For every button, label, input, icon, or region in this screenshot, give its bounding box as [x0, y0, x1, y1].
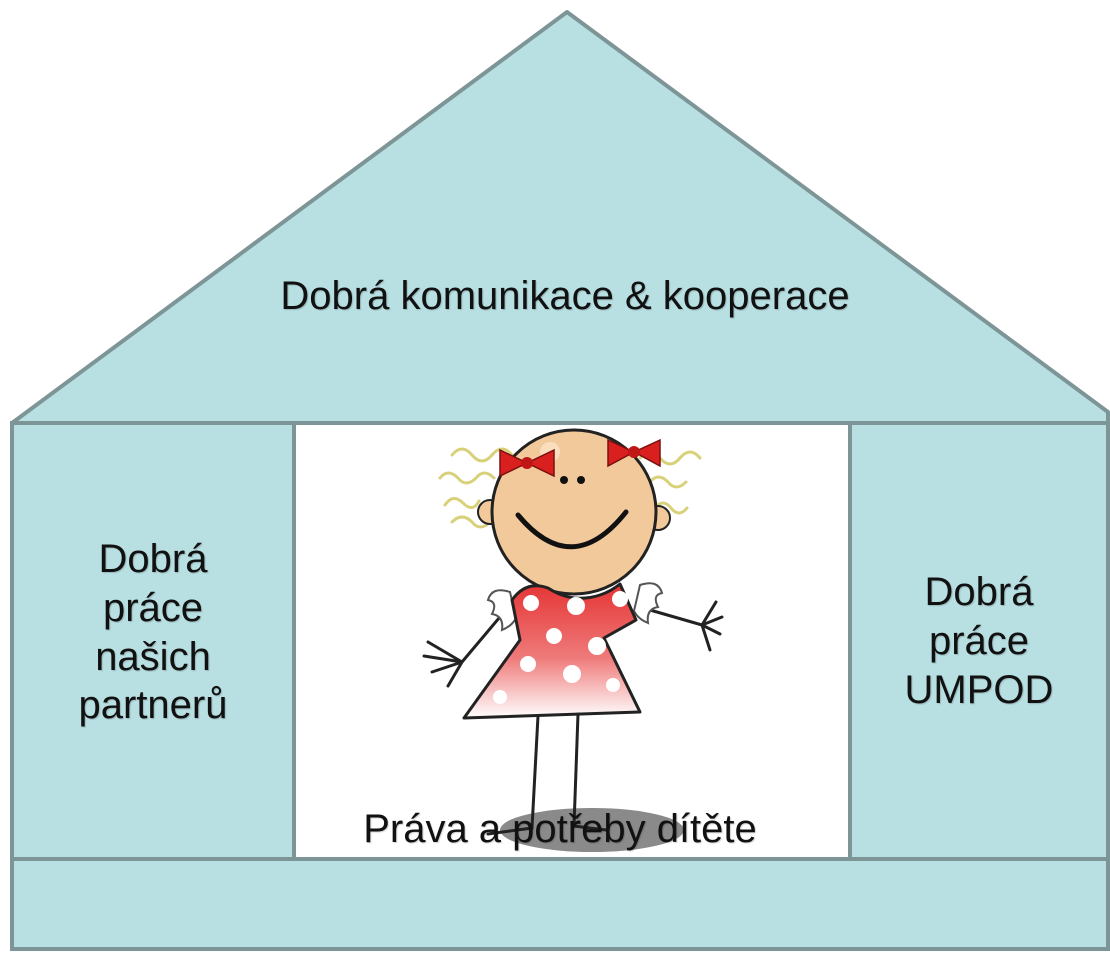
smiling-girl-illustration	[422, 428, 724, 852]
left-eye	[560, 476, 568, 484]
foundation-label: Práva a potřeby dítěte	[363, 807, 757, 851]
smile	[515, 509, 629, 550]
right-eye	[577, 476, 585, 484]
roof-label: Dobrá komunikace & kooperace	[280, 274, 850, 318]
left-pillar-line: práce	[102, 585, 204, 630]
right-pillar-label: Dobrá práce UMPOD	[850, 568, 1108, 714]
left-pillar	[10, 421, 296, 861]
face	[490, 428, 658, 596]
left-pillar-line: Dobrá	[98, 537, 208, 581]
dress	[462, 582, 642, 720]
shadow-ellipse	[500, 808, 684, 852]
sleeve-frills	[486, 582, 664, 632]
right-pillar-line: práce	[928, 618, 1030, 663]
right-pillar-line: Dobrá	[924, 570, 1034, 614]
right-pillar	[848, 421, 1110, 861]
roof-triangle	[10, 10, 1110, 425]
left-pillar-line: našich	[95, 634, 211, 679]
right-pillar-line: UMPOD	[904, 667, 1054, 712]
left-pillar-label: Dobrá práce našich partnerů	[12, 535, 294, 730]
left-pillar-line: partnerů	[78, 683, 228, 728]
foundation-bar	[10, 857, 1110, 951]
legs	[486, 712, 608, 836]
dress-polka-dots	[493, 591, 628, 704]
left-bow	[499, 448, 555, 478]
right-bow	[607, 438, 661, 468]
